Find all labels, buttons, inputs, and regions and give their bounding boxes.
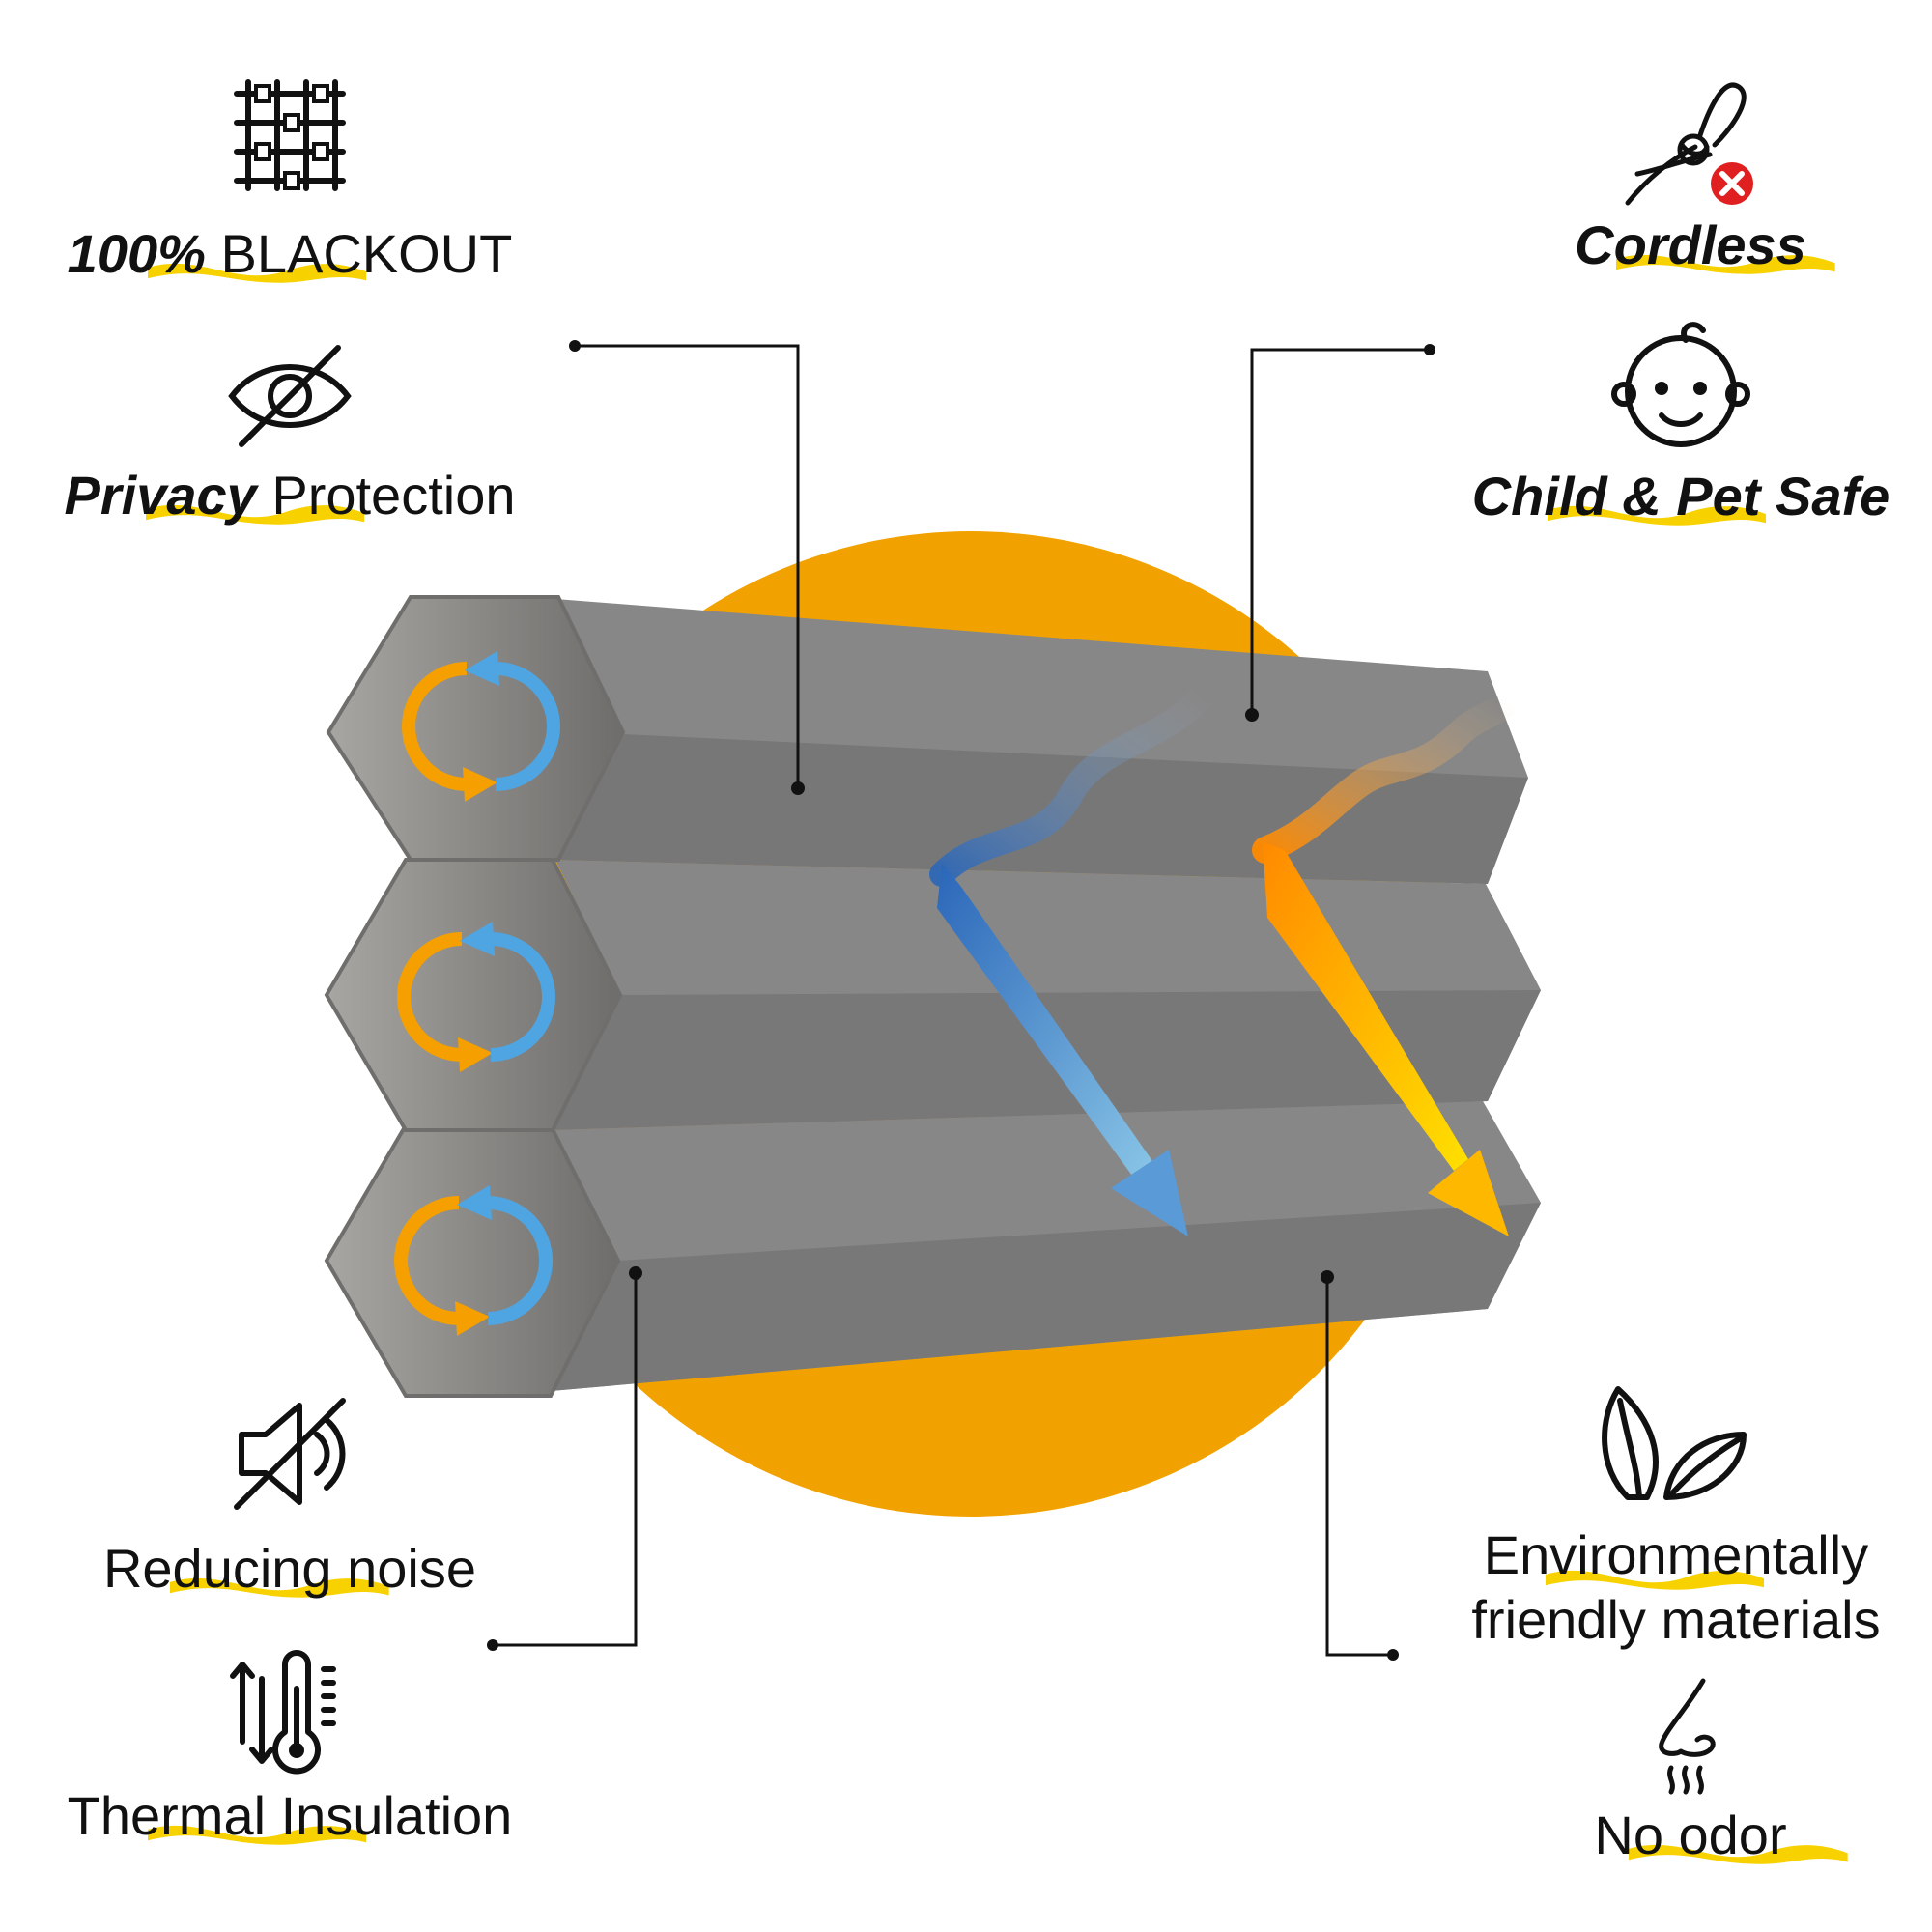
noise-label: Reducing noise: [102, 1538, 477, 1599]
feature-child-pet-safe: Child & Pet Safe: [1439, 319, 1922, 528]
leaves-icon: [1602, 1386, 1747, 1500]
leader-lines: [487, 340, 1435, 1661]
cool-air-arrow: [929, 683, 1215, 1236]
feature-no-odor: No odor: [1488, 1676, 1893, 1867]
thermal-label: Thermal Insulation: [67, 1785, 513, 1846]
cycle-icon-3: [394, 1185, 553, 1336]
privacy-label-rest: Protection: [256, 465, 516, 526]
warm-air-arrow: [1252, 687, 1520, 1236]
feature-privacy: Privacy Protection: [29, 343, 551, 527]
tangled-cord-no-icon: [1625, 82, 1753, 206]
feature-eco-materials: Environmentally friendly materials: [1430, 1381, 1922, 1652]
eco-label-line2: friendly materials: [1471, 1589, 1881, 1651]
cell-row-3: [324, 1101, 1541, 1398]
thermometer-icon: [230, 1650, 336, 1775]
feature-reducing-noise: Reducing noise: [58, 1391, 522, 1601]
odor-label: No odor: [1594, 1804, 1787, 1865]
feature-blackout: 100% BLACKOUT: [58, 72, 522, 286]
woven-fabric-icon: [234, 79, 346, 191]
cordless-label: Cordless: [1575, 214, 1806, 275]
child-pet-label: Child & Pet Safe: [1471, 466, 1890, 526]
blackout-label-rest: BLACKOUT: [205, 223, 513, 284]
baby-face-icon: [1611, 322, 1750, 447]
cycle-icon-2: [397, 922, 555, 1072]
blackout-label-italic: 100%: [67, 223, 206, 284]
eye-off-icon: [228, 345, 352, 447]
feature-thermal-insulation: Thermal Insulation: [29, 1650, 551, 1848]
eco-label-line1: Environmentally: [1483, 1524, 1869, 1585]
privacy-label-italic: Privacy: [64, 465, 257, 526]
feature-cordless: Cordless: [1488, 77, 1893, 277]
nose-icon: [1659, 1678, 1716, 1795]
cell-row-1: [326, 595, 1528, 884]
cycle-icon-1: [402, 651, 560, 802]
speaker-mute-icon: [234, 1398, 346, 1510]
